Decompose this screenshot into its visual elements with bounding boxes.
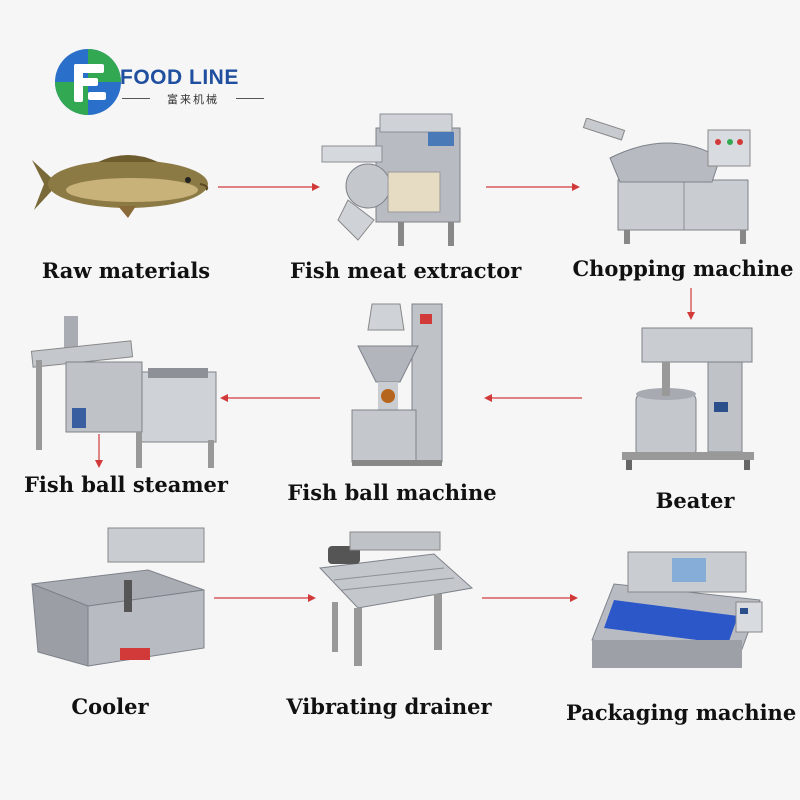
step-vibrating-drainer [314,528,474,670]
fish-ball-steamer-illustration [30,316,217,468]
step-chopping-machine [580,118,760,246]
brand-subtitle: 富来机械 [122,91,264,107]
food-line-logo [55,49,121,115]
label-chopping-machine: Chopping machine [572,256,794,281]
arrow-cooler-to-drainer [214,594,316,602]
fish-meat-extractor-illustration [321,113,461,246]
chopping-machine-illustration [582,118,751,244]
step-fish-meat-extractor [318,110,478,250]
label-raw-materials: Raw materials [41,258,211,283]
arrow-chopping-to-beater [687,288,695,320]
arrow-extractor-to-chopping [486,183,580,191]
label-fish-ball-machine: Fish ball machine [287,480,497,505]
step-cooler [28,520,208,670]
cooler-illustration [31,527,205,667]
arrow-beater-to-fish-ball-machine [484,394,582,402]
step-fish-ball-steamer [28,312,218,472]
arrow-drainer-to-packaging [482,594,578,602]
fish-ball-machine-illustration [351,303,443,466]
step-beater [618,322,758,472]
step-packaging-machine [588,540,768,680]
label-fish-meat-extractor: Fish meat extractor [290,258,522,283]
brand-name: FOOD LINE [120,66,239,89]
label-cooler: Cooler [71,694,149,719]
arrow-raw-to-extractor [218,183,320,191]
arrow-steamer-to-cooler [95,434,103,468]
packaging-machine-illustration [591,551,763,668]
label-packaging-machine: Packaging machine [566,700,797,725]
step-raw-materials [28,150,218,220]
label-fish-ball-steamer: Fish ball steamer [24,472,228,497]
beater-illustration [622,327,754,470]
label-vibrating-drainer: Vibrating drainer [286,694,492,719]
step-fish-ball-machine [348,300,448,468]
vibrating-drainer-illustration [318,531,474,666]
fish-illustration [32,155,209,218]
arrow-fish-ball-machine-to-steamer [220,394,320,402]
label-beater: Beater [655,488,735,513]
